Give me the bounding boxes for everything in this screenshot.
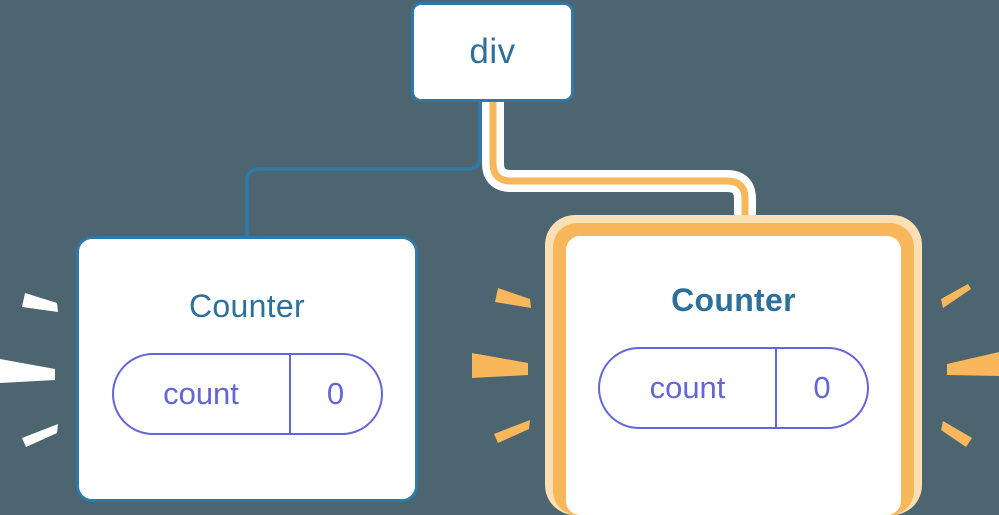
- connector-left: [245, 101, 482, 240]
- component-body-counter-left: Counter count 0: [76, 236, 418, 435]
- prop-divider: [775, 349, 777, 427]
- prop-value-cell: 0: [777, 349, 867, 427]
- prop-pill-counter-left: count 0: [111, 353, 383, 435]
- node-div-label: div: [469, 32, 516, 71]
- component-title-counter-right: Counter: [671, 282, 796, 318]
- node-div[interactable]: div: [411, 2, 574, 102]
- prop-value-counter-left: 0: [326, 376, 345, 411]
- prop-name-counter-right: count: [649, 370, 726, 405]
- prop-value-cell: 0: [291, 355, 381, 433]
- prop-value-counter-right: 0: [813, 370, 831, 405]
- prop-divider: [288, 355, 291, 433]
- connector-right: [489, 100, 749, 240]
- prop-name-cell: count: [600, 349, 775, 427]
- prop-pill-counter-right: count 0: [598, 347, 869, 429]
- prop-name-cell: count: [114, 355, 289, 433]
- prop-name-counter-left: count: [163, 376, 239, 411]
- component-body-counter-right: Counter count 0: [566, 236, 901, 429]
- component-title-counter-left: Counter: [189, 288, 305, 324]
